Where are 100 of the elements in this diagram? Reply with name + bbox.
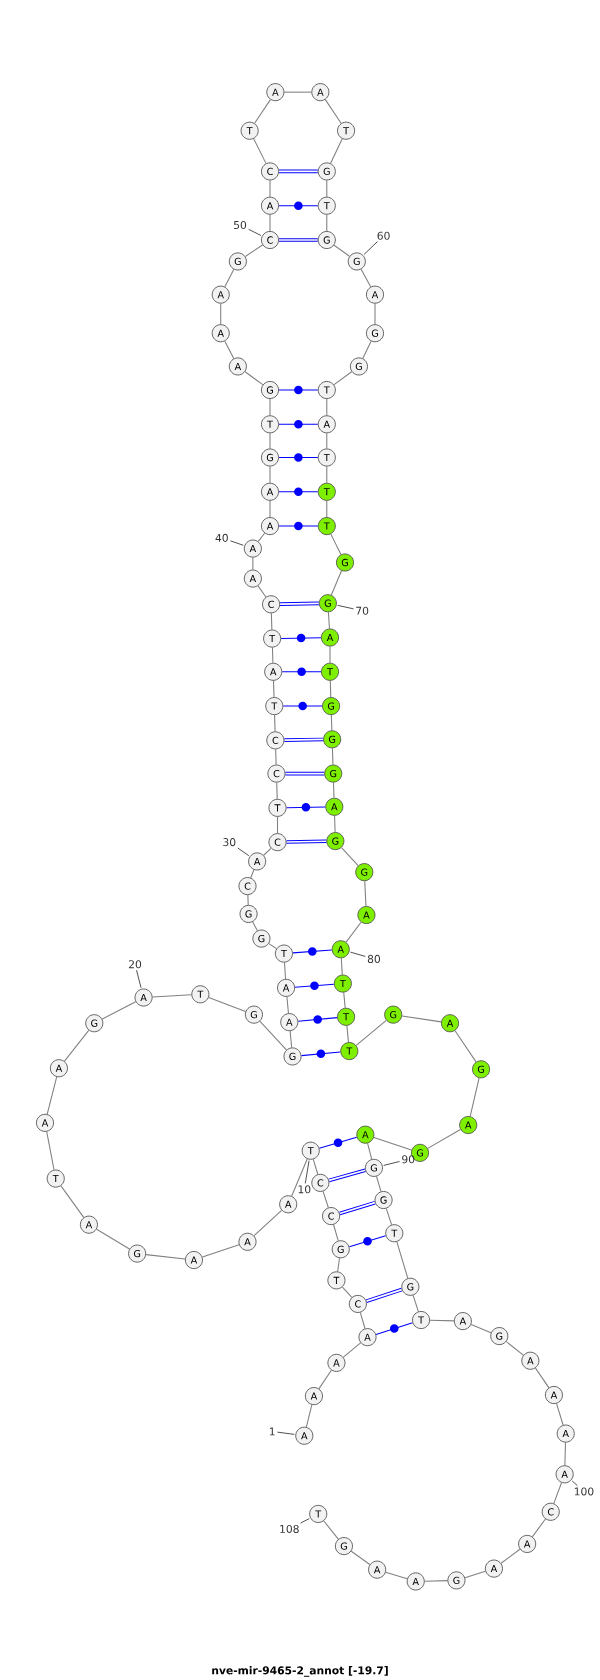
position-number: 100	[574, 1487, 594, 1496]
backbone-line	[341, 1286, 353, 1298]
backbone-line	[346, 1025, 349, 1043]
backbone-line	[326, 398, 328, 416]
backbone-line	[275, 748, 277, 766]
backbone-line	[340, 847, 359, 867]
backbone-line	[329, 680, 332, 698]
backbone-line	[333, 371, 353, 386]
position-number: 30	[223, 838, 236, 847]
backbone-line	[272, 680, 275, 698]
base-pair-line	[280, 633, 322, 643]
backbone-line	[396, 1241, 409, 1279]
backbone-line	[247, 894, 249, 906]
backbone-line	[269, 214, 271, 232]
backbone-line	[312, 1158, 319, 1175]
backbone-line	[500, 1548, 521, 1564]
backbone-line	[46, 1076, 58, 1115]
backbone-line	[244, 371, 264, 386]
backbone-line	[376, 1175, 382, 1192]
backbone-line	[326, 500, 328, 518]
backbone-line	[224, 268, 235, 288]
base-pair-line	[281, 667, 322, 677]
backbone-line	[254, 99, 271, 124]
backbone-line	[269, 179, 271, 198]
backbone-line	[424, 1580, 448, 1582]
base-pair-line	[282, 701, 323, 711]
backbone-line	[283, 91, 312, 93]
backbone-line	[564, 1442, 566, 1466]
backbone-line	[269, 398, 271, 416]
backbone-line	[337, 1257, 341, 1272]
backbone-line	[283, 962, 287, 980]
leader-line	[349, 951, 366, 957]
leader-line	[230, 540, 244, 546]
backbone-line	[289, 1030, 293, 1048]
position-number: 20	[128, 960, 142, 969]
backbone-line	[326, 214, 328, 232]
backbone-line	[364, 880, 367, 907]
backbone-line	[374, 303, 376, 325]
backbone-line	[330, 138, 343, 164]
title: nve-mir-9465-2_annot [-19.7]	[212, 1666, 388, 1677]
leader-line	[248, 228, 262, 236]
base-pair-line	[285, 803, 326, 812]
base-pair-line	[300, 1049, 341, 1059]
backbone-line	[429, 1319, 455, 1322]
leader-line	[300, 1518, 310, 1524]
backbone-line	[252, 921, 258, 932]
backbone-line	[345, 921, 362, 943]
base-pair-line	[297, 1015, 338, 1024]
backbone-line	[330, 714, 333, 731]
backbone-line	[276, 816, 279, 834]
backbone-line	[326, 465, 328, 484]
backbone-line	[63, 1029, 90, 1062]
backbone-line	[263, 847, 272, 856]
backbone-line	[244, 244, 264, 257]
leader-line	[363, 241, 378, 255]
leader-line	[571, 1480, 578, 1486]
backbone-line	[269, 500, 271, 518]
backbone-line	[322, 1190, 329, 1209]
backbone-line	[329, 645, 331, 664]
base-pair-line	[278, 201, 319, 210]
backbone-line	[342, 1342, 362, 1358]
backbone-line	[362, 340, 372, 359]
base-pair-line	[278, 238, 319, 242]
backbone-line	[276, 782, 278, 800]
leader-line	[337, 604, 354, 610]
backbone-line	[350, 1550, 371, 1565]
backbone-line	[60, 1185, 85, 1218]
backbone-line	[330, 570, 343, 596]
backbone-line	[259, 1020, 287, 1051]
backbone-line	[360, 268, 372, 288]
backbone-line	[427, 1128, 461, 1149]
backbone-line	[464, 1570, 486, 1579]
backbone-line	[326, 179, 328, 198]
backbone-line	[326, 432, 328, 450]
backbone-line	[553, 1482, 563, 1504]
backbone-line	[269, 465, 271, 484]
backbone-line	[305, 1404, 313, 1428]
backbone-line	[201, 1244, 240, 1258]
position-number: 108	[280, 1524, 299, 1533]
base-pair-line	[278, 385, 319, 395]
backbone-line	[271, 647, 274, 664]
backbone-line	[252, 557, 254, 571]
base-pair-line	[278, 420, 319, 429]
backbone-line	[268, 943, 277, 950]
backbone-line	[412, 1294, 419, 1312]
backbone-line	[355, 1019, 387, 1046]
position-number: 60	[377, 231, 390, 240]
position-number: 50	[234, 220, 247, 230]
backbone-line	[220, 303, 222, 325]
backbone-line	[96, 1228, 130, 1250]
base-pair-line	[284, 771, 326, 776]
backbone-line	[270, 612, 273, 631]
backbone-line	[531, 1518, 546, 1538]
base-pair-line	[365, 1287, 403, 1303]
backbone-line	[257, 585, 267, 598]
base-pair-line	[294, 981, 335, 990]
backbone-line	[454, 1030, 477, 1063]
leader-line	[136, 969, 142, 989]
backbone-line	[250, 869, 255, 879]
base-pair-line	[318, 1136, 358, 1149]
